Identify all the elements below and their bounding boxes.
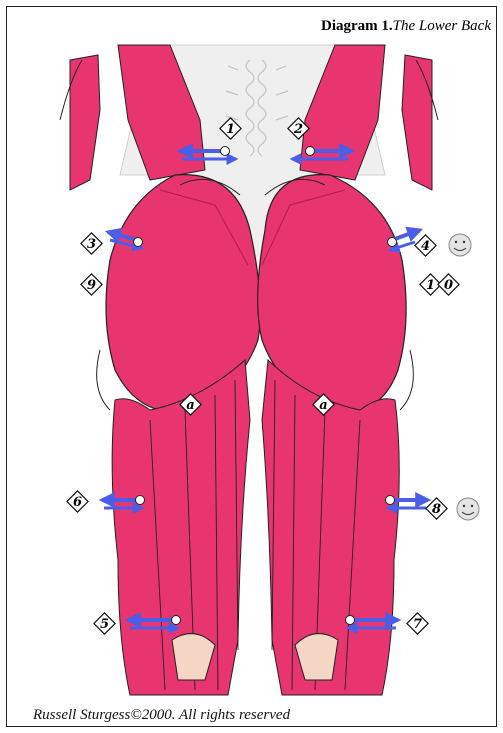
arm-right (402, 55, 432, 190)
title-text: The Lower Back (393, 18, 491, 34)
smiley-icon (457, 498, 479, 520)
marker-label: 0 (444, 278, 453, 293)
marker-label: 2 (293, 122, 303, 137)
marker-label: a (319, 398, 327, 413)
marker-label: 1 (426, 278, 435, 293)
marker-label: 3 (87, 237, 96, 252)
smiley-icon (449, 234, 471, 256)
marker-label: 8 (432, 502, 441, 517)
marker-label: a (186, 398, 194, 413)
marker-label: 9 (87, 278, 96, 293)
title-number: Diagram 1. (321, 18, 393, 34)
marker-label: 7 (413, 617, 422, 632)
marker-label: 4 (421, 239, 430, 254)
copyright-credit: Russell Sturgess©2000. All rights reserv… (33, 707, 290, 724)
marker-label: 1 (226, 122, 235, 137)
marker-label: 5 (100, 617, 109, 632)
marker-label: 6 (73, 495, 82, 510)
diagram-title: Diagram 1.The Lower Back (321, 18, 491, 35)
